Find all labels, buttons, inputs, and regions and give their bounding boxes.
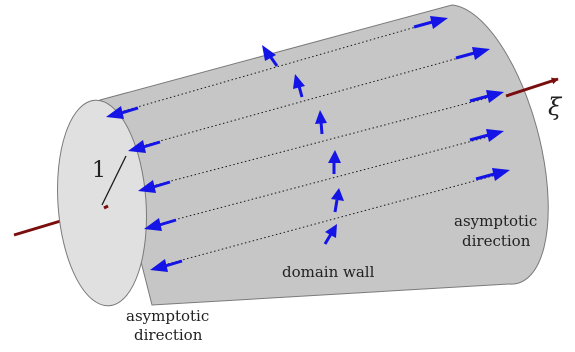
asymptotic-arrow-left bbox=[128, 140, 161, 153]
field-line bbox=[151, 95, 496, 187]
domain-wall-label: domain wall bbox=[282, 263, 375, 281]
asymptotic-arrow-left bbox=[150, 259, 183, 272]
axis-right-segment bbox=[505, 77, 559, 98]
domain-wall-arrow bbox=[328, 150, 341, 174]
asymptotic-label-left-line1: asymptotic bbox=[126, 307, 209, 325]
end-cap-left bbox=[57, 99, 147, 307]
asymptotic-arrow-left bbox=[138, 180, 171, 193]
asymptotic-arrow-right bbox=[455, 47, 490, 60]
cylinder-body bbox=[99, 4, 549, 306]
asymptotic-label-right-line2: direction bbox=[462, 232, 531, 250]
field-line bbox=[154, 134, 496, 226]
domain-wall-arrow bbox=[331, 188, 344, 213]
domain-wall-arrow bbox=[262, 45, 279, 67]
asymptotic-arrow-right bbox=[413, 16, 448, 29]
asymptotic-label-right-line1: asymptotic bbox=[454, 212, 537, 230]
asymptotic-label-left-line2: direction bbox=[134, 326, 203, 344]
domain-wall-arrow bbox=[323, 224, 337, 245]
radius-label: 1 bbox=[92, 158, 106, 183]
field-lines bbox=[119, 19, 501, 267]
spin-arrows bbox=[106, 16, 510, 272]
axis-label: ξ bbox=[548, 93, 563, 121]
domain-wall-arrow bbox=[293, 74, 305, 98]
asymptotic-arrow-left bbox=[106, 106, 139, 119]
asymptotic-arrow-right bbox=[469, 129, 504, 142]
radius-line bbox=[101, 155, 127, 206]
field-line bbox=[119, 19, 441, 113]
field-line bbox=[159, 173, 501, 267]
asymptotic-arrow-right bbox=[469, 90, 504, 103]
axis-inner-segment bbox=[103, 204, 109, 210]
domain-wall-arrow bbox=[315, 110, 327, 135]
field-line bbox=[141, 51, 481, 147]
asymptotic-arrow-right bbox=[475, 168, 510, 181]
asymptotic-arrow-left bbox=[144, 218, 177, 231]
